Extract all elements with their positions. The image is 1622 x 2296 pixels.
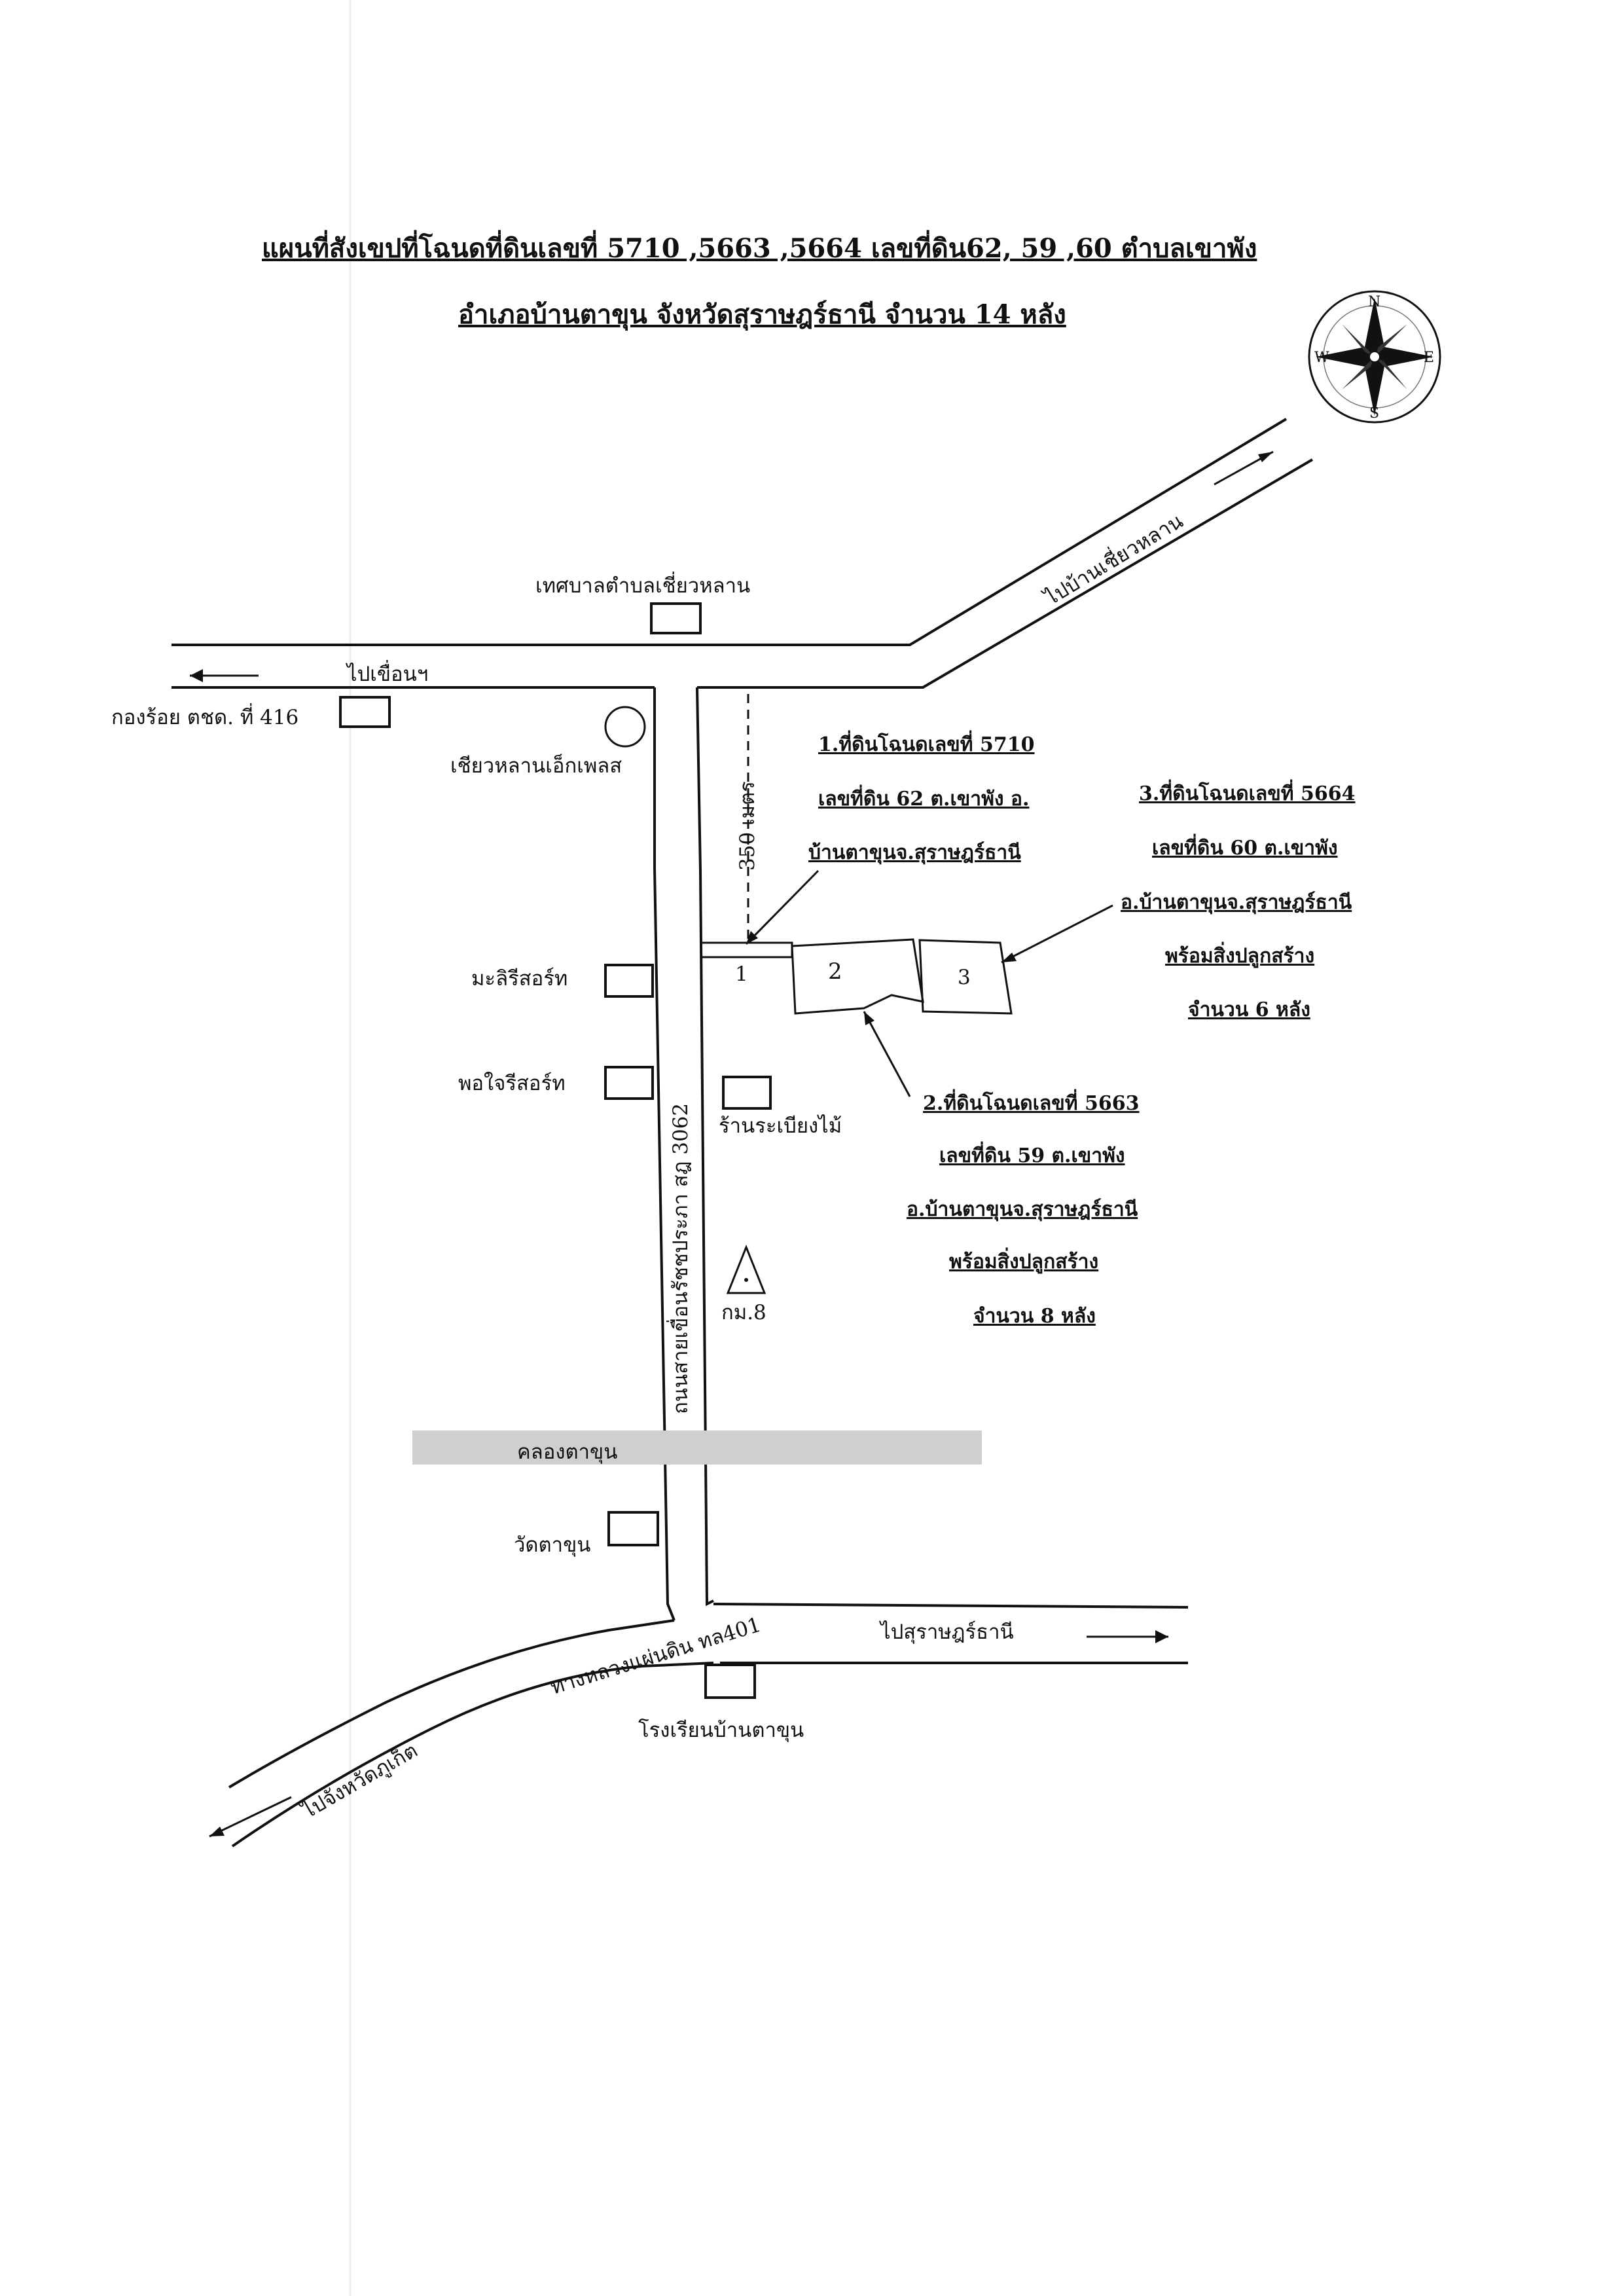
- note-parcel1-line: เลขที่ดิน 62 ต.เขาพัง อ.: [818, 784, 1029, 811]
- note-parcel2-line: เลขที่ดิน 59 ต.เขาพัง: [939, 1141, 1125, 1167]
- note-parcel3-line: อ.บ้านตาขุนจ.สุราษฎร์ธานี: [1121, 891, 1352, 915]
- note-parcel2-line: พร้อมสิ่งปลูกสร้าง: [949, 1247, 1098, 1274]
- map-title-line2: อำเภอบ้านตาขุน จังหวัดสุราษฎร์ธานี จำนวน…: [458, 299, 1066, 331]
- label-temple: วัดตาขุน: [514, 1533, 590, 1558]
- km-marker-icon: [726, 1244, 766, 1294]
- label-km-marker: กม.8: [721, 1301, 766, 1324]
- mali-resort-box-icon: [604, 964, 654, 998]
- school-box-icon: [704, 1664, 756, 1699]
- parcels: 1 2 3: [702, 938, 1013, 1015]
- parcel-2-shape: [791, 938, 924, 1015]
- label-canal: คลองตาขุน: [517, 1440, 617, 1465]
- compass-east: E: [1424, 350, 1434, 366]
- label-wood-shop: ร้านระเบียงไม้: [719, 1114, 842, 1138]
- express-shop-circle-icon: [604, 706, 646, 748]
- note-parcel1-line: 1.ที่ดินโฉนดเลขที่ 5710: [818, 730, 1034, 756]
- pojai-resort-box-icon: [604, 1066, 654, 1100]
- parcel-1-label: 1: [735, 962, 748, 986]
- note-parcel3-line: เลขที่ดิน 60 ต.เขาพัง: [1152, 833, 1338, 860]
- parcel-2-label: 2: [828, 958, 842, 985]
- compass-south: S: [1369, 405, 1379, 422]
- wood-shop-box-icon: [722, 1076, 772, 1110]
- compass-north: N: [1368, 294, 1380, 310]
- label-mali-resort: มะลิรีสอร์ท: [471, 967, 568, 991]
- label-express-shop: เชียวหลานเอ็กเพลส: [450, 754, 622, 778]
- map-title-line1: แผนที่สังเขปที่โฉนดที่ดินเลขที่ 5710 ,56…: [262, 230, 1257, 264]
- pointer-arrow-parcel2-icon: [863, 1011, 911, 1097]
- pointer-arrow-parcel1-icon: [745, 869, 820, 945]
- compass-rose-icon: N S E W: [1308, 290, 1441, 424]
- parcel-3-shape: [918, 939, 1013, 1015]
- label-army-company: กองร้อย ตชด. ที่ 416: [111, 703, 298, 729]
- note-parcel2-line: 2.ที่ดินโฉนดเลขที่ 5663: [923, 1089, 1139, 1115]
- compass-west: W: [1314, 350, 1329, 366]
- pointer-arrow-parcel3-icon: [1001, 904, 1113, 964]
- canal-band: [412, 1430, 982, 1465]
- label-to-surat: ไปสุราษฎร์ธานี: [878, 1620, 1014, 1645]
- note-parcel3-line: พร้อมสิ่งปลูกสร้าง: [1165, 941, 1314, 968]
- arrow-right-icon: [1087, 1630, 1168, 1643]
- label-pojai-resort: พอใจรีสอร์ท: [458, 1072, 566, 1095]
- note-parcel2-line: อ.บ้านตาขุนจ.สุราษฎร์ธานี: [907, 1198, 1138, 1222]
- label-municipality: เทศบาลตำบลเชี่ยวหลาน: [535, 572, 750, 598]
- arrow-up-right-icon: [1214, 450, 1274, 486]
- note-parcel2: 2.ที่ดินโฉนดเลขที่ 5663 เลขที่ดิน 59 ต.เ…: [907, 1089, 1139, 1328]
- note-parcel1-line: บ้านตาขุนจ.สุราษฎร์ธานี: [808, 841, 1021, 865]
- arrow-left-icon: [190, 669, 259, 682]
- road-network: [171, 418, 1314, 1848]
- temple-box-icon: [607, 1511, 659, 1546]
- label-main-road: ถนนสายเขื่อนรัชชประภา สฎ 3062: [666, 1103, 693, 1414]
- label-to-dam: ไปเขื่อนฯ: [345, 660, 428, 686]
- label-distance: 350 เมตร: [736, 781, 759, 871]
- note-parcel3-line: จำนวน 6 หลัง: [1188, 998, 1310, 1021]
- label-school: โรงเรียนบ้านตาขุน: [638, 1719, 804, 1743]
- municipality-box-icon: [650, 602, 702, 634]
- note-parcel2-line: จำนวน 8 หลัง: [973, 1305, 1096, 1328]
- army-company-box-icon: [339, 696, 391, 728]
- parcel-3-label: 3: [958, 966, 971, 989]
- note-parcel3-line: 3.ที่ดินโฉนดเลขที่ 5664: [1139, 779, 1355, 805]
- arrow-down-left-icon: [209, 1796, 292, 1838]
- note-parcel1: 1.ที่ดินโฉนดเลขที่ 5710 เลขที่ดิน 62 ต.เ…: [808, 730, 1034, 865]
- note-parcel3: 3.ที่ดินโฉนดเลขที่ 5664 เลขที่ดิน 60 ต.เ…: [1121, 779, 1355, 1021]
